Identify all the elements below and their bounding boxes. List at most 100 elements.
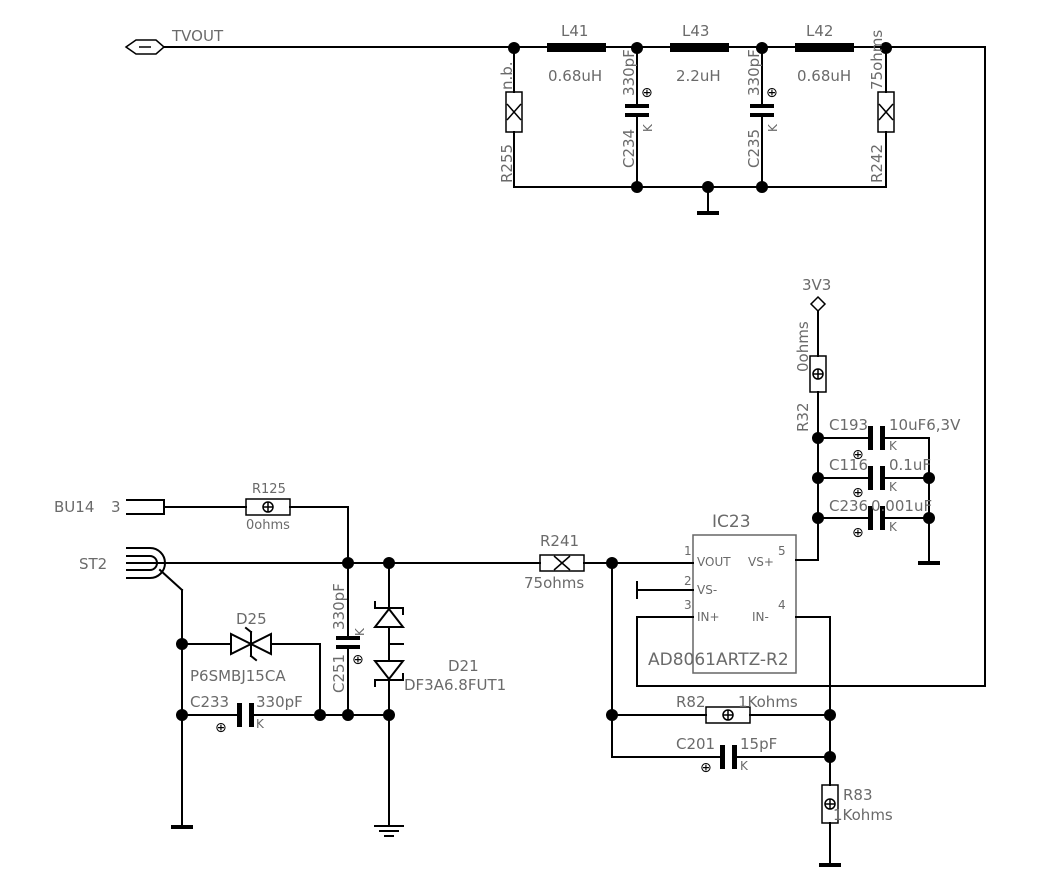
c251-value: 330pF <box>330 583 348 630</box>
c236-value: 0.001uF <box>871 497 932 515</box>
capacitor-c236[interactable]: C236 0.001uF ⊕ K <box>829 497 932 541</box>
c116-value: 0.1uF <box>889 456 931 474</box>
r125-value: 0ohms <box>246 518 290 533</box>
c235-ref: C235 <box>745 129 763 168</box>
resistor-r255[interactable]: n.b. R255 <box>498 47 523 188</box>
c234-value: 330pF <box>620 49 638 96</box>
resistor-r83[interactable]: R83 1Kohms <box>821 784 893 824</box>
capacitor-c193[interactable]: C193 10uF6,3V ⊕ K <box>829 416 961 463</box>
inductor-l43[interactable]: L43 2.2uH <box>670 22 729 85</box>
tvout-filter: TVOUT L41 0.68uH L43 2.2uH L42 0.68uH <box>124 22 986 687</box>
ground-symbol <box>171 825 193 829</box>
ic23[interactable]: IC23 AD8061ARTZ-R2 1 VOUT 2 VS- 3 IN+ 4 … <box>648 512 797 674</box>
resistor-r125[interactable]: R125 0ohms <box>245 482 291 533</box>
svg-text:K: K <box>641 123 655 132</box>
ic23-body <box>692 534 797 674</box>
ground-symbol <box>374 825 404 837</box>
svg-text:⊕: ⊕ <box>852 485 864 501</box>
r241-ref: R241 <box>540 532 579 550</box>
bu14-label: BU14 <box>54 498 94 516</box>
svg-text:IN-: IN- <box>752 610 769 624</box>
c116-ref: C116 <box>829 456 868 474</box>
svg-text:1: 1 <box>684 544 692 558</box>
svg-text:⊕: ⊕ <box>766 85 778 101</box>
inductor-l42[interactable]: L42 0.68uH <box>795 22 854 85</box>
svg-text:5: 5 <box>778 544 786 558</box>
l43-ref: L43 <box>682 22 709 40</box>
tvout-label: TVOUT <box>171 27 224 45</box>
capacitor-c234[interactable]: ⊕ K 330pF C234 <box>620 47 655 188</box>
svg-text:⊕: ⊕ <box>641 85 653 101</box>
ic23-part: AD8061ARTZ-R2 <box>648 650 789 670</box>
r255-value: n.b. <box>498 61 516 90</box>
capacitor-c233[interactable]: C233 330pF ⊕ K <box>190 693 303 736</box>
capacitor-c251[interactable]: 330pF C251 ⊕ K <box>330 562 367 716</box>
resistor-r82[interactable]: R82 1Kohms <box>676 693 798 724</box>
r255-ref: R255 <box>498 144 516 183</box>
diode-d25[interactable]: D25 P6SMBJ15CA <box>181 610 321 685</box>
svg-text:K: K <box>889 520 898 534</box>
svg-text:VS+: VS+ <box>748 555 774 569</box>
svg-text:⊕: ⊕ <box>852 525 864 541</box>
capacitor-c235[interactable]: ⊕ K 330pF C235 <box>745 47 780 188</box>
capacitor-c116[interactable]: C116 0.1uF ⊕ K <box>829 456 931 501</box>
ground-symbol <box>819 863 841 867</box>
resistor-r242[interactable]: 75ohms R242 <box>868 30 895 188</box>
diode-d21[interactable]: D21 DF3A6.8FUT1 <box>372 562 506 716</box>
svg-text:VS-: VS- <box>697 583 717 597</box>
r82-value: 1Kohms <box>738 693 798 711</box>
d25-value: P6SMBJ15CA <box>190 667 286 685</box>
c236-ref: C236 <box>829 497 868 515</box>
bu14-connector[interactable] <box>126 499 165 515</box>
svg-text:K: K <box>889 439 898 453</box>
svg-text:2: 2 <box>684 574 692 588</box>
ground-symbol <box>918 561 940 565</box>
st2-label: ST2 <box>79 555 107 573</box>
c233-value: 330pF <box>256 693 303 711</box>
d21-value: DF3A6.8FUT1 <box>404 676 506 694</box>
svg-text:⊕: ⊕ <box>852 447 864 463</box>
c201-value: 15pF <box>740 735 777 753</box>
r32-value: 0ohms <box>794 321 812 372</box>
r32-ref: R32 <box>794 402 812 432</box>
supply-label: 3V3 <box>802 276 831 294</box>
l41-value: 0.68uH <box>548 67 602 85</box>
r82-ref: R82 <box>676 693 706 711</box>
svg-text:K: K <box>889 480 898 494</box>
bu14-pin: 3 <box>111 498 121 516</box>
svg-text:K: K <box>766 123 780 132</box>
ground-symbol <box>697 211 719 215</box>
c193-ref: C193 <box>829 416 868 434</box>
r242-ref: R242 <box>868 144 886 183</box>
supply-port[interactable] <box>809 295 827 313</box>
capacitor-c201[interactable]: C201 15pF ⊕ K <box>676 735 777 776</box>
svg-text:K: K <box>353 627 367 636</box>
c193-value: 10uF6,3V <box>889 416 961 434</box>
ic23-ref: IC23 <box>712 512 751 532</box>
l41-ref: L41 <box>561 22 588 40</box>
r241-value: 75ohms <box>524 574 584 592</box>
svg-text:IN+: IN+ <box>697 610 720 624</box>
svg-text:VOUT: VOUT <box>697 555 731 569</box>
d21-ref: D21 <box>448 657 479 675</box>
svg-text:⊕: ⊕ <box>352 652 364 668</box>
inductor-l41[interactable]: L41 0.68uH <box>547 22 606 85</box>
supply-section: 3V3 0ohms R32 C193 10uF6,3V ⊕ <box>794 276 961 565</box>
c201-ref: C201 <box>676 735 715 753</box>
resistor-r32[interactable]: 0ohms R32 <box>794 321 827 432</box>
d25-ref: D25 <box>236 610 267 628</box>
l43-value: 2.2uH <box>676 67 721 85</box>
svg-text:3: 3 <box>684 598 692 612</box>
svg-text:⊕: ⊕ <box>215 720 227 736</box>
svg-text:K: K <box>256 717 265 731</box>
c251-ref: C251 <box>330 654 348 693</box>
c234-ref: C234 <box>620 129 638 168</box>
l42-ref: L42 <box>806 22 833 40</box>
r83-value: 1Kohms <box>833 806 893 824</box>
c233-ref: C233 <box>190 693 229 711</box>
r83-ref: R83 <box>843 786 873 804</box>
c235-value: 330pF <box>745 49 763 96</box>
svg-text:K: K <box>740 759 749 773</box>
svg-text:⊕: ⊕ <box>700 760 712 776</box>
